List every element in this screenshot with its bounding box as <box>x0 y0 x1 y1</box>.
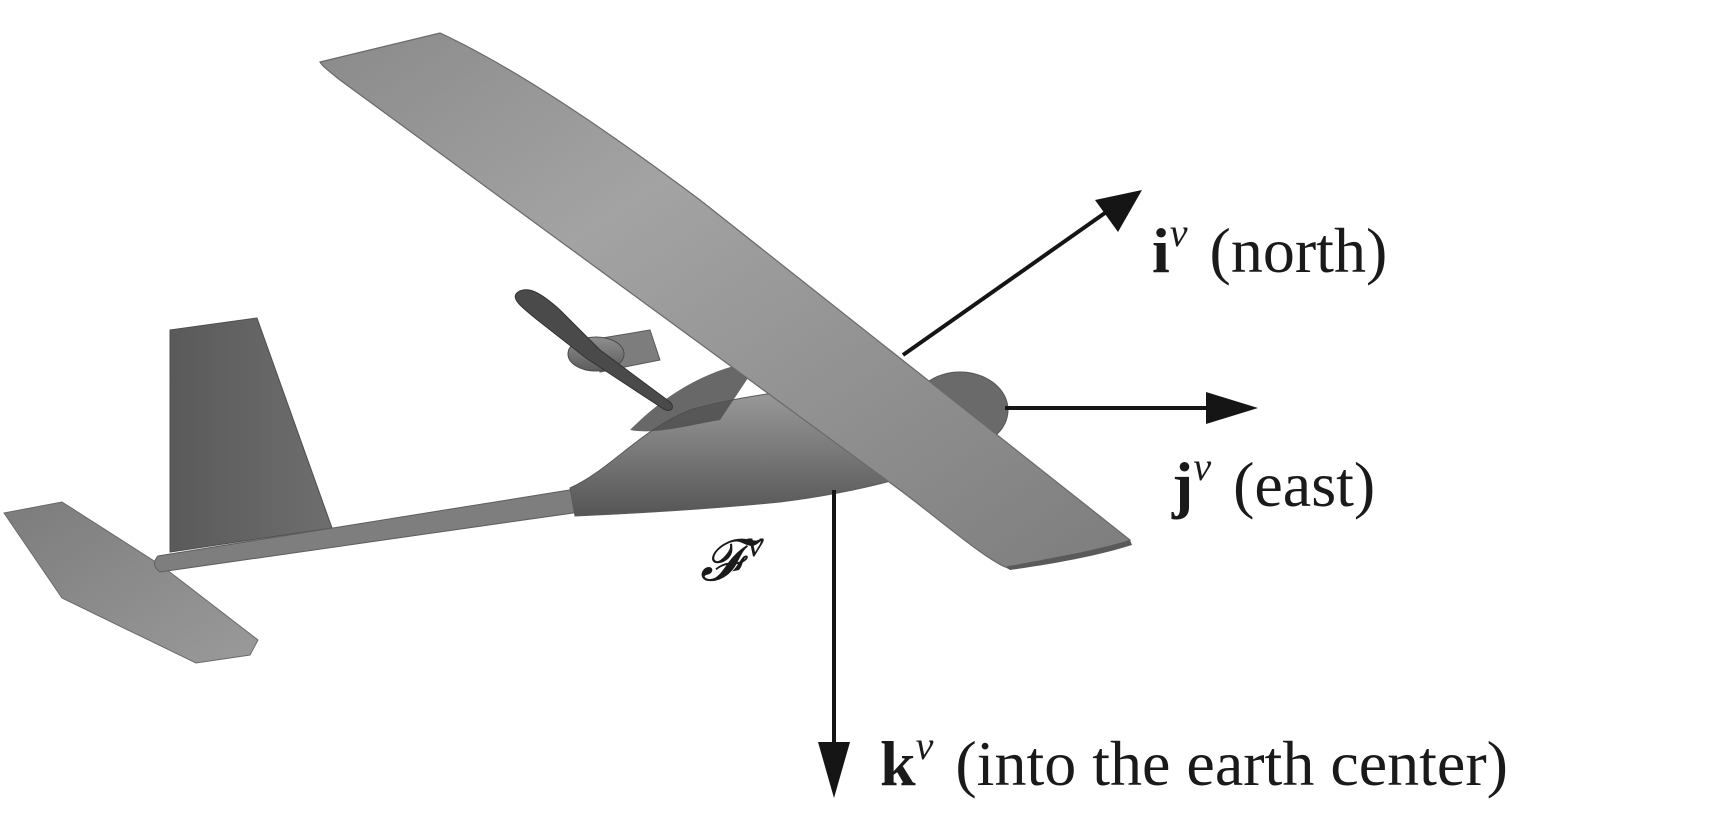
j-axis-arrowhead <box>1206 392 1258 424</box>
coordinate-axes <box>818 190 1258 798</box>
k-axis-arrowhead <box>818 742 850 798</box>
i-axis-arrowhead <box>1095 190 1142 232</box>
uav-airplane <box>3 32 1132 664</box>
j-axis-label: jv(east) <box>1171 444 1375 520</box>
horizontal-stabilizer <box>3 501 259 664</box>
tail-boom <box>154 487 583 573</box>
i-axis-label: iv(north) <box>1152 210 1387 286</box>
k-axis-label: kv(into the earth center) <box>880 723 1508 799</box>
i-axis-arrow <box>901 206 1114 357</box>
propeller <box>514 289 673 411</box>
vertical-fin <box>169 317 333 553</box>
